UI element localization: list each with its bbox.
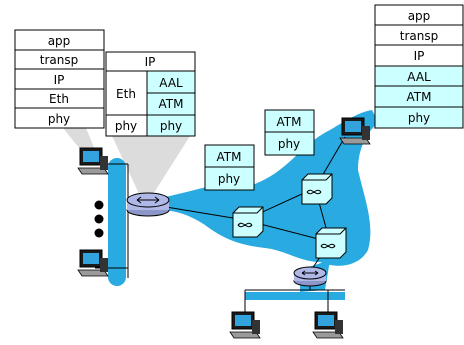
atmhost-layer-transp: transp bbox=[400, 29, 438, 43]
switch1-layer-phy: phy bbox=[218, 172, 240, 186]
host-bottom-left bbox=[229, 311, 261, 339]
router-layer-ip: IP bbox=[145, 55, 156, 69]
router-layer-eth: Eth bbox=[116, 87, 136, 101]
atmhost-layer-phy: phy bbox=[408, 111, 430, 125]
atm-host-stack: app transp IP AAL ATM phy bbox=[374, 4, 464, 129]
network-blue bbox=[108, 110, 378, 300]
host-layer-eth: Eth bbox=[49, 92, 69, 106]
vertical-dots bbox=[94, 200, 104, 238]
atmhost-layer-app: app bbox=[408, 9, 431, 23]
router-icon bbox=[126, 192, 170, 217]
router-stack-callout bbox=[112, 136, 190, 196]
atmhost-layer-atm: ATM bbox=[407, 90, 432, 104]
router-layer-aal: AAL bbox=[159, 76, 183, 90]
router-stack: IP Eth AAL ATM phy phy bbox=[105, 51, 196, 137]
host-layer-transp: transp bbox=[40, 53, 78, 67]
host-bottom-right bbox=[312, 311, 344, 339]
switch2-layer-phy: phy bbox=[278, 137, 300, 151]
host-layer-ip: IP bbox=[54, 73, 65, 87]
host-stack: app transp IP Eth phy bbox=[14, 29, 105, 129]
host-left-bottom bbox=[77, 249, 109, 277]
host-left-top bbox=[77, 147, 109, 175]
atm-switch-icon bbox=[232, 173, 347, 259]
host-layer-app: app bbox=[48, 34, 71, 48]
atm-switch-stack-2: ATM phy bbox=[264, 109, 315, 156]
bottom-router-icon bbox=[293, 266, 327, 287]
host-layer-phy: phy bbox=[48, 112, 70, 126]
atm-switch-stack-1: ATM phy bbox=[204, 144, 255, 191]
atmhost-layer-aal: AAL bbox=[407, 70, 431, 84]
atmhost-layer-ip: IP bbox=[414, 49, 425, 63]
router-layer-phy-right: phy bbox=[160, 119, 182, 133]
router-layer-phy-left: phy bbox=[115, 119, 137, 133]
switch1-layer-atm: ATM bbox=[217, 150, 242, 164]
switch2-layer-atm: ATM bbox=[277, 115, 302, 129]
router-layer-atm: ATM bbox=[159, 97, 184, 111]
